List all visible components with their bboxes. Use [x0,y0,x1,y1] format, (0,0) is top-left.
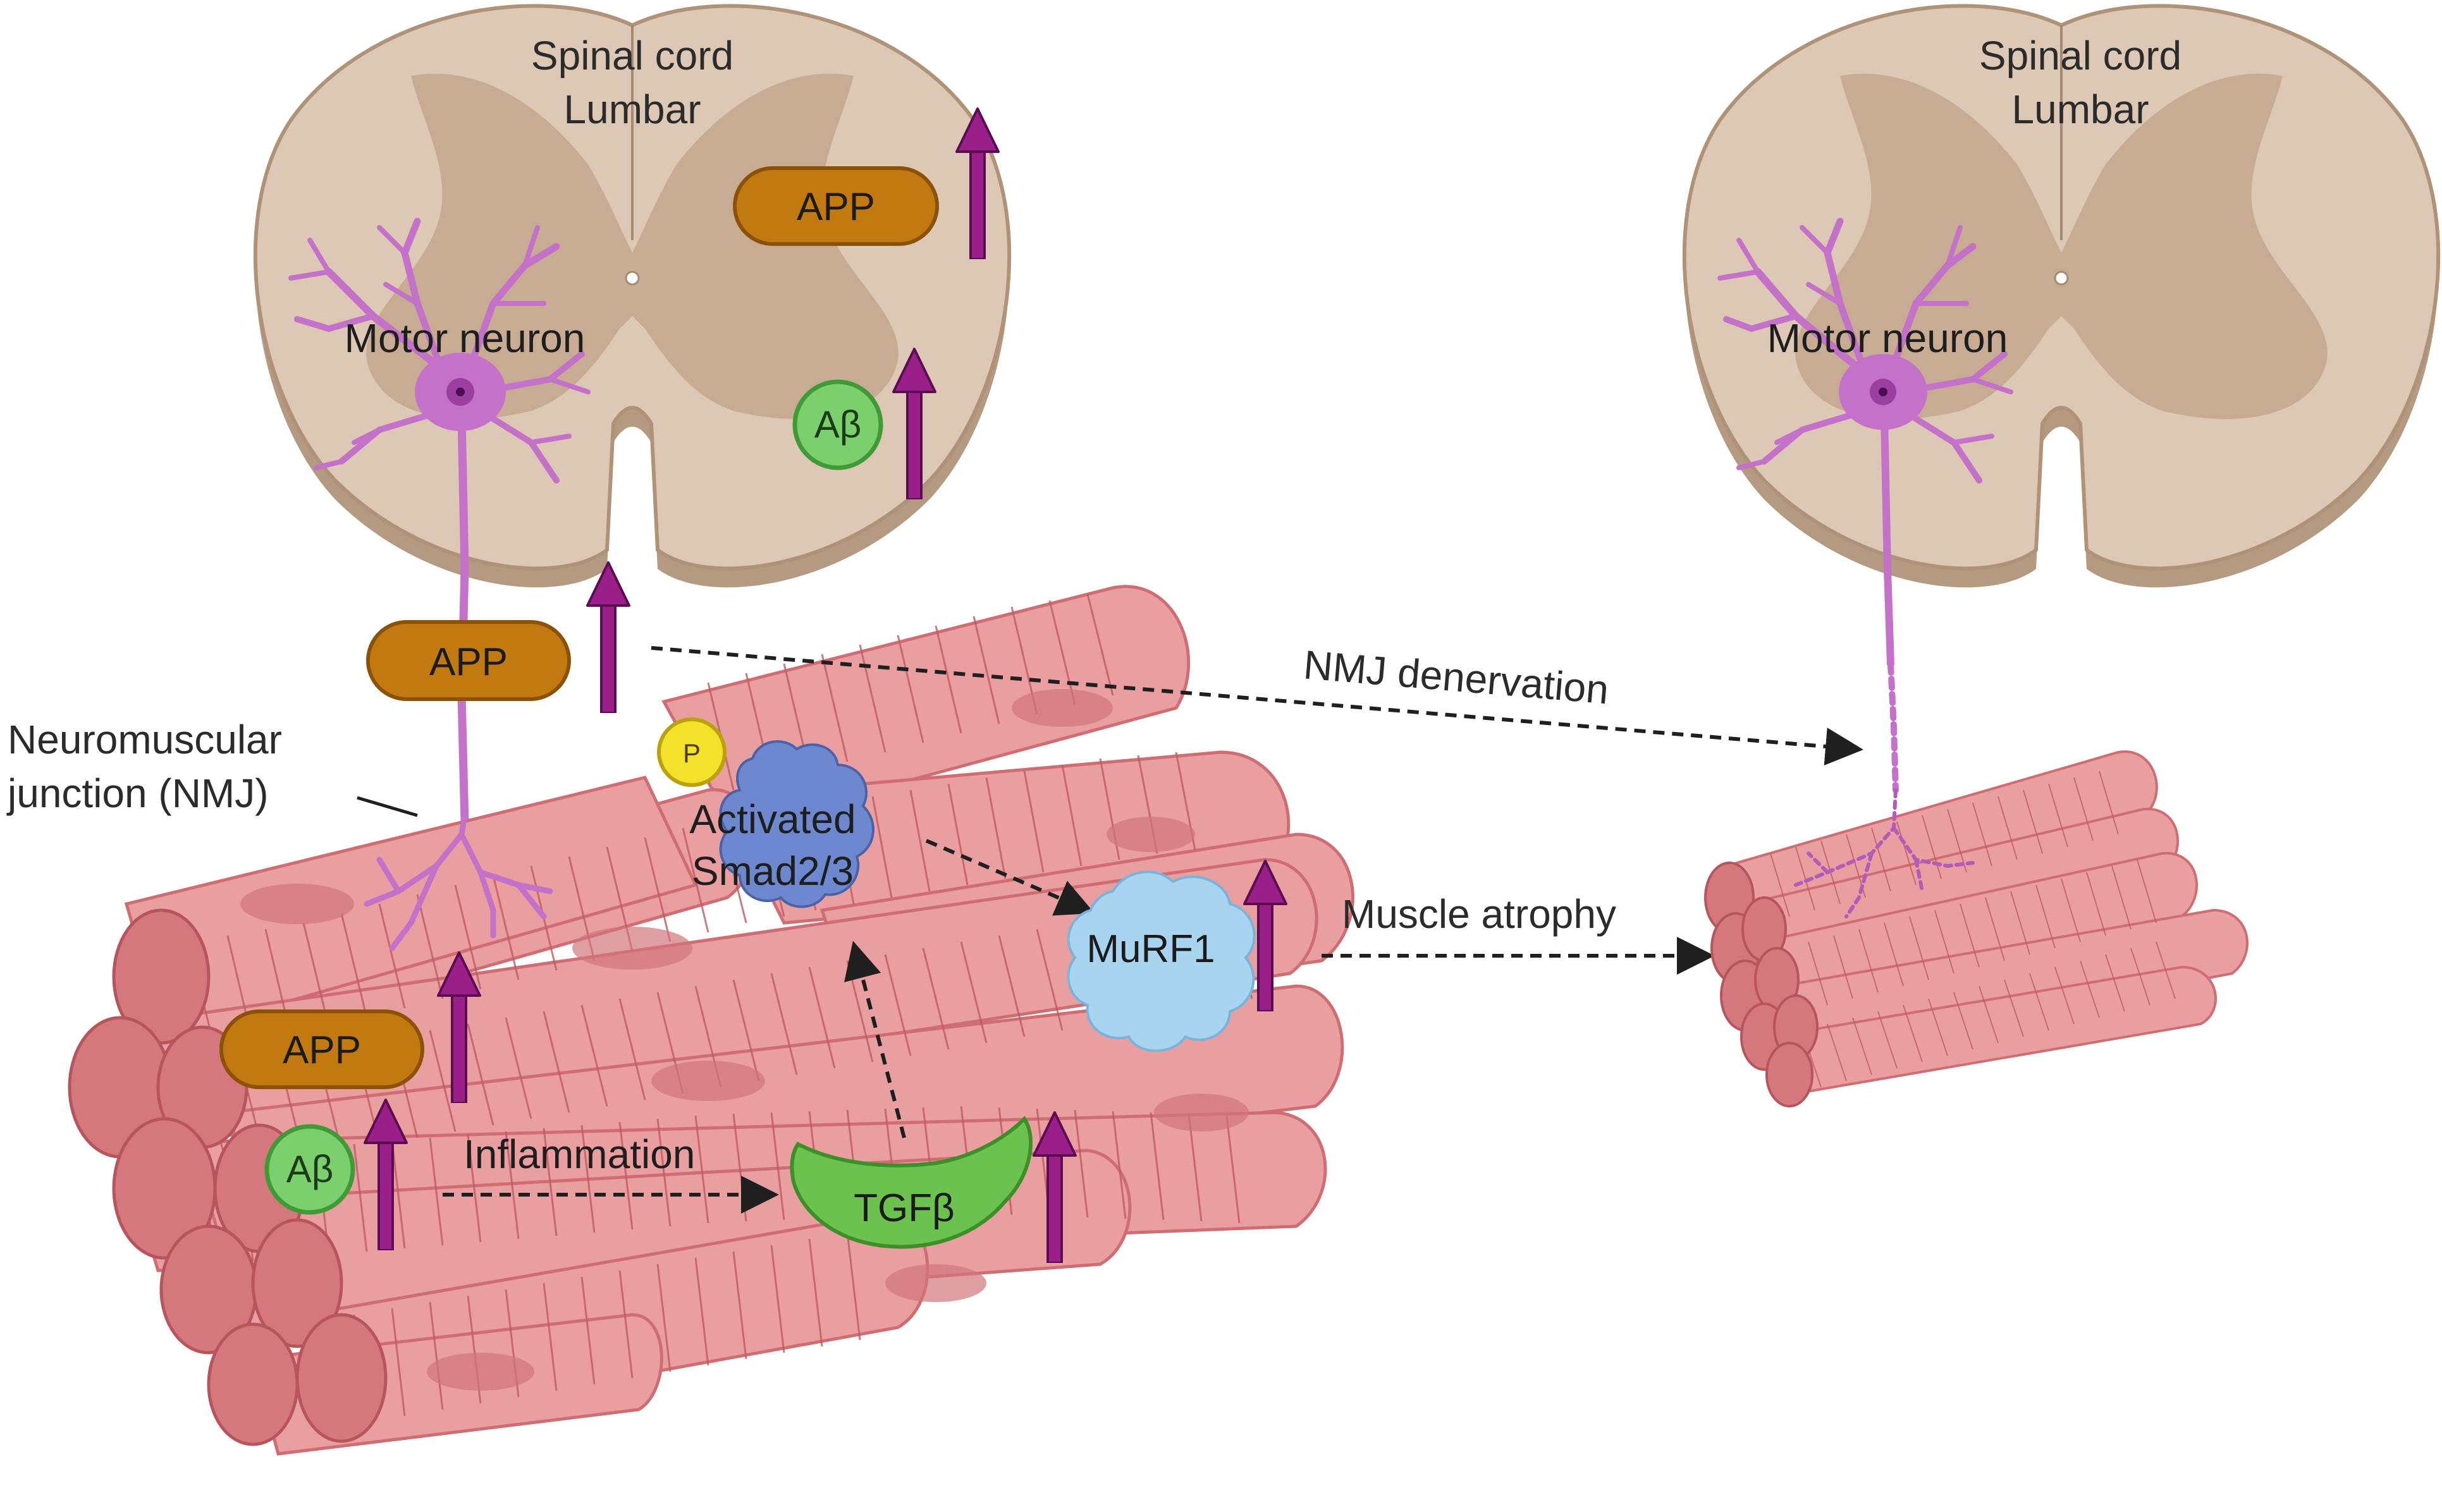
nmj-annotation: Neuromuscular junction (NMJ) [6,717,418,817]
left-spinal-app: APP [733,166,939,246]
app-protein-icon [733,166,939,246]
right-neuron-nucleolus [1879,387,1887,396]
murf1-label: MuRF1 [1086,927,1215,971]
right-central-canal [2054,271,2069,286]
smad-label-line1: Activated [689,796,856,842]
right-neuron-label: Motor neuron [1767,315,2008,361]
right-title-line2: Lumbar [2012,87,2149,132]
left-spinal-abeta: Aβ [792,379,883,470]
left-neuron-label: Motor neuron [345,315,586,361]
abeta-icon [264,1124,355,1215]
murf1-icon [1067,870,1256,1052]
inflammation-label: Inflammation [463,1131,695,1177]
abeta-icon [792,379,883,470]
tgfb-label: TGFβ [854,1186,955,1230]
smad-complex: P Activated Smad2/3 [657,717,874,908]
left-nmj-terminal [364,812,553,951]
tgfb: TGFβ [790,1116,1033,1249]
muscle-fiber-ends [68,908,388,1446]
left-spinal-app-label: APP [797,185,875,229]
muscle-app-label: APP [283,1028,361,1072]
right-title-line1: Spinal cord [1979,33,2181,78]
left-spinal-cord: Spinal cord Lumbar APP Aβ [253,4,1012,588]
right-motor-neuron [1717,217,2013,793]
smad-to-murf-arrow [925,839,1095,916]
muscle-atrophy-label: Muscle atrophy [1342,891,1616,937]
muscle-abeta: Aβ [264,1124,355,1215]
tgfb-icon [790,1116,1033,1249]
nmj-label-line1: Neuromuscular [8,717,282,762]
left-neuron-nucleolus [456,387,465,396]
muscle-app: APP [219,1009,424,1089]
phosphate-label: P [683,738,701,768]
muscle-fiber [1769,965,2217,1095]
smad-complex-icon [719,740,874,908]
right-muscle-fiber-ends [1704,862,1819,1107]
left-title-line1: Spinal cord [531,33,733,78]
phosphate-icon [657,717,727,787]
nmj-label-line2: junction (NMJ) [6,771,269,816]
left-title-line2: Lumbar [564,87,701,132]
right-gray-matter [1795,73,2328,420]
left-gray-matter [366,73,899,420]
muscle-abeta-label: Aβ [286,1148,334,1190]
nmj-pointer-line [357,796,418,817]
left-spinal-abeta-label: Aβ [814,403,862,446]
right-spinal-cord: Spinal cord Lumbar [1682,4,2441,588]
murf1: MuRF1 [1067,870,1256,1052]
right-muscle-striations [1770,771,2176,1088]
tgfb-to-smad-arrow [844,941,906,1138]
axon-app: APP [366,620,571,701]
app-protein-icon [219,1009,424,1089]
left-central-canal [625,271,640,286]
nmj-denervation-label: NMJ denervation [1302,642,1611,712]
nmj-denervation-arrow [651,646,1863,765]
muscle-fiber [124,858,1318,1146]
muscle-fiber-nuclei [240,689,1249,1391]
up-arrow-icon [587,563,629,713]
smad-label-line2: Smad2/3 [692,848,854,894]
right-muscle-bundle [1704,750,2249,1107]
app-protein-icon [366,620,571,701]
right-nmj-terminal [1794,788,1975,918]
axon-app-label: APP [429,640,508,684]
